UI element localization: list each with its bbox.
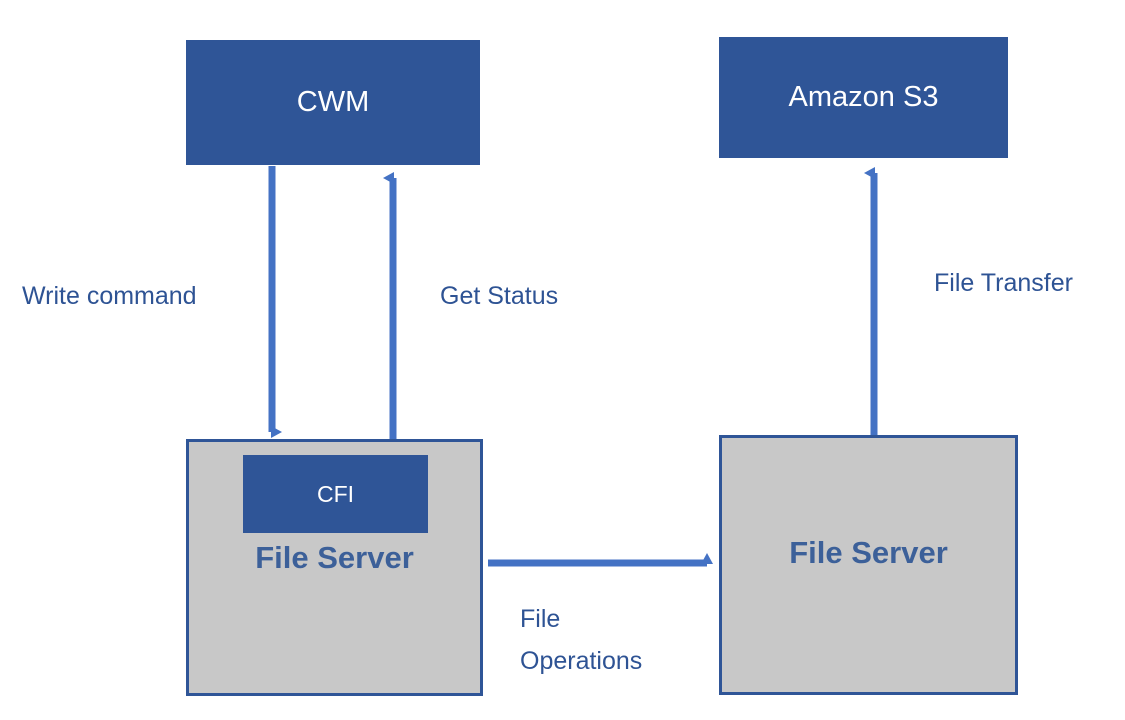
edge-label-file-transfer: File Transfer	[934, 269, 1073, 297]
node-cfi-label: CFI	[316, 480, 355, 507]
node-cfi[interactable]: CFI	[243, 455, 428, 533]
node-cwm[interactable]: CWM	[186, 40, 480, 165]
node-file-server-right-label: File Server	[789, 535, 948, 570]
node-amazon-s3-label: Amazon S3	[788, 81, 939, 113]
edge-label-write-command: Write command	[22, 282, 197, 310]
edge-label-file-operations-line2: Operations	[520, 647, 643, 675]
edge-label-file-operations: File Operations	[520, 598, 642, 682]
edge-label-get-status: Get Status	[440, 282, 559, 310]
node-file-server-right[interactable]	[719, 435, 1018, 695]
edge-label-file-operations-line1: File	[520, 605, 561, 633]
node-cwm-label: CWM	[296, 86, 370, 118]
node-amazon-s3[interactable]: Amazon S3	[719, 37, 1008, 158]
node-file-server-left-label: File Server	[255, 540, 414, 575]
